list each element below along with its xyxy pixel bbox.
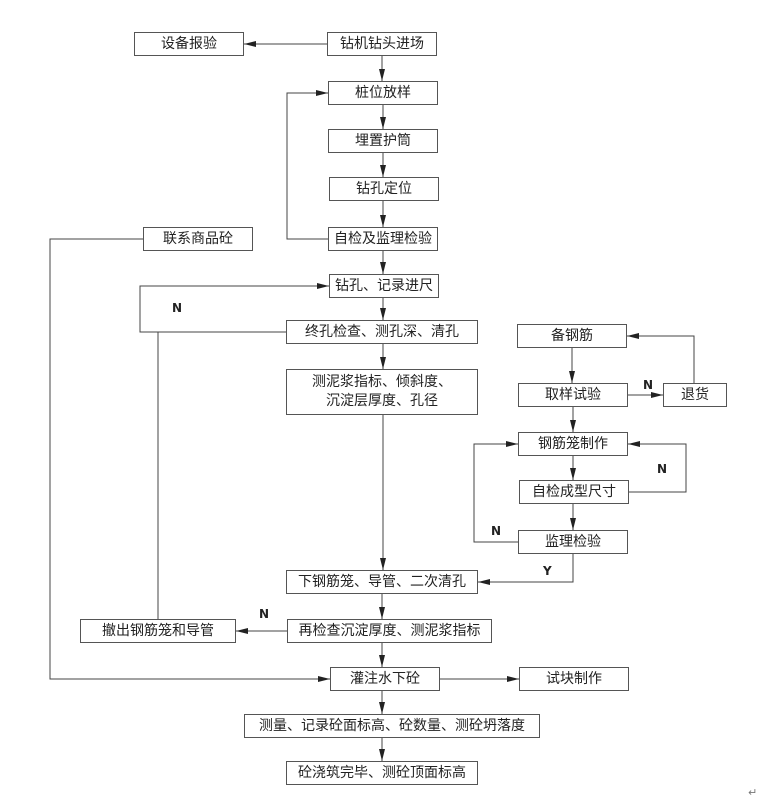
label-n-self-check-size: N [657,462,668,476]
node-self-supervise-check: 自检及监理检验 [328,227,438,251]
connector-contact-to-pour [49,238,330,682]
node-lower-cage: 下钢筋笼、导管、二次清孔 [286,570,478,594]
label-n-supervise-check: N [491,524,502,538]
node-measure-mud: 测泥浆指标、倾斜度、 沉淀层厚度、孔径 [286,369,478,415]
node-equip-check: 设备报验 [134,32,244,56]
node-prepare-rebar: 备钢筋 [517,324,627,348]
connector-final-loop-drilling [139,283,329,333]
node-pile-layout: 桩位放样 [328,81,438,105]
node-return-goods: 退货 [663,383,727,407]
label-y-supervise-check: Y [543,564,552,578]
node-final-hole-check: 终孔检查、测孔深、清孔 [286,320,478,344]
paragraph-mark-icon: ↵ [748,786,758,799]
connector-return-to-rebar [627,333,695,383]
node-pour-concrete: 灌注水下砼 [330,667,440,691]
node-drilling-record: 钻孔、记录进尺 [329,274,439,298]
node-drill-position: 钻孔定位 [329,177,439,201]
node-contact-concrete: 联系商品砼 [143,227,253,251]
node-remove-cage: 撤出钢筋笼和导管 [80,619,236,643]
node-casing: 埋置护筒 [328,129,438,153]
node-measure-record: 测量、记录砼面标高、砼数量、测砼坍落度 [244,714,540,738]
node-rig-entry: 钻机钻头进场 [327,32,437,56]
node-sample-test: 取样试验 [518,383,628,407]
node-cage-making: 钢筋笼制作 [518,432,628,456]
connector-selfsize-loop-cage [628,441,687,493]
label-n-drilling-loop: N [172,301,183,315]
node-test-block: 试块制作 [519,667,629,691]
connector-superv-to-lower [478,554,574,585]
connector-selfchk-loop-pile [286,90,328,240]
node-recheck-sediment: 再检查沉淀厚度、测泥浆指标 [287,619,492,643]
label-n-recheck: N [259,607,270,621]
node-finish-pour: 砼浇筑完毕、测砼顶面标高 [286,761,478,785]
node-supervise-check: 监理检验 [518,530,628,554]
label-n-sample-test: N [643,378,654,392]
connector-superv-loop-cage [473,441,518,543]
node-self-check-size: 自检成型尺寸 [519,480,629,504]
